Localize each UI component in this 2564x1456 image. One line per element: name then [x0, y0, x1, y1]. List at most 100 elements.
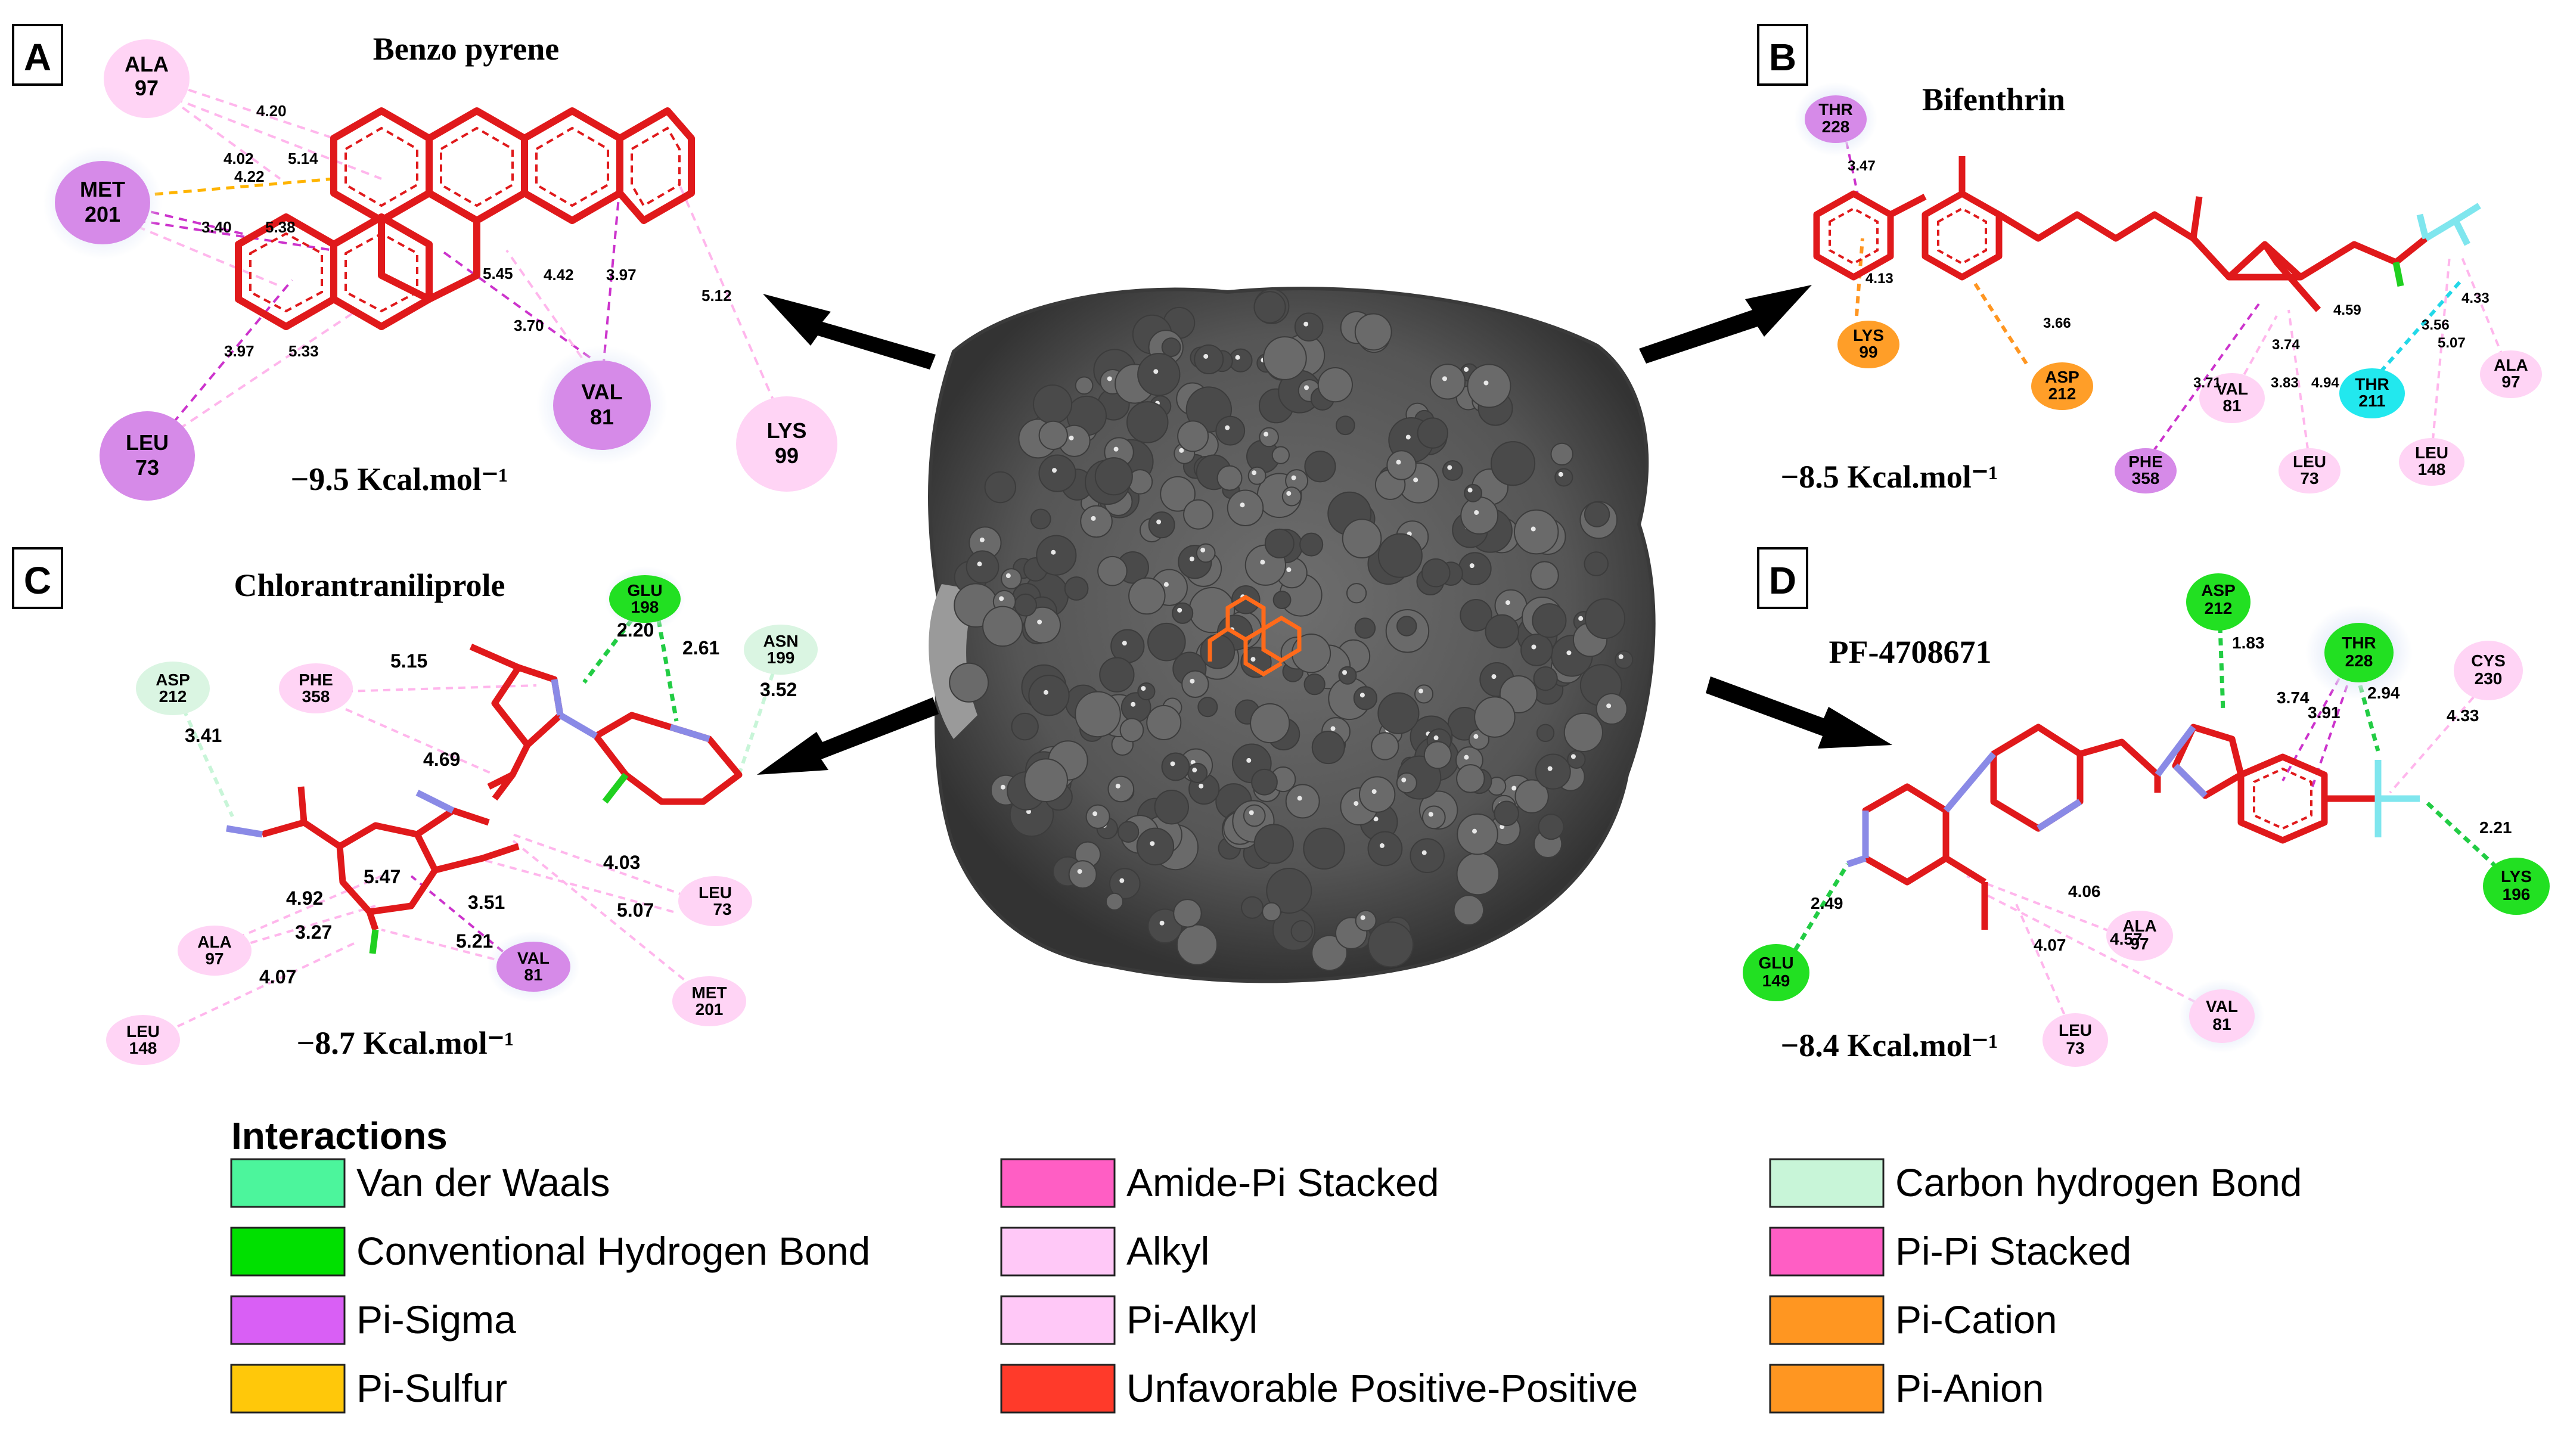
- surface-bump: [1271, 446, 1290, 464]
- distance-label: 3.74: [2277, 688, 2310, 707]
- surface-bump: [1367, 831, 1403, 867]
- surface-bump: [1068, 860, 1097, 889]
- residue-ala97: ALA 97: [2480, 350, 2542, 398]
- surface-bump: [1396, 616, 1417, 637]
- residue-label: ASP: [156, 670, 190, 689]
- surface-highlight: [1360, 915, 1365, 920]
- ligand-structure: [1813, 156, 2428, 312]
- residue-label: MET: [691, 983, 727, 1002]
- surface-bump: [1595, 693, 1628, 725]
- residue-label: 148: [129, 1039, 157, 1057]
- surface-highlight: [1156, 519, 1162, 524]
- surface-highlight: [1153, 369, 1159, 374]
- surface-texture: [949, 288, 1634, 971]
- surface-bump: [1346, 583, 1367, 604]
- surface-bump: [1303, 673, 1326, 696]
- residue-label: MET: [80, 177, 125, 201]
- surface-highlight: [1113, 446, 1119, 452]
- surface-highlight: [1396, 460, 1401, 465]
- surface-bump: [1030, 508, 1051, 530]
- surface-bump: [1460, 599, 1492, 632]
- surface-bump: [1458, 552, 1492, 586]
- surface-bump: [1033, 384, 1073, 424]
- surface-highlight: [1379, 843, 1385, 848]
- panel-b: B Bifenthrin −8.5 Kcal.mol⁻¹: [1757, 24, 2542, 495]
- surface-bump: [1011, 712, 1039, 741]
- residue-label: 99: [775, 443, 799, 468]
- panel-c: C Chlorantraniliprole −8.7 Kcal.mol⁻¹: [12, 547, 818, 1065]
- panel-letter-box: [12, 547, 63, 609]
- surface-highlight: [1570, 754, 1576, 759]
- surface-bump: [1467, 364, 1511, 408]
- residue-label: ASP: [2201, 581, 2236, 600]
- surface-highlight: [1330, 726, 1336, 731]
- surface-bump: [1311, 731, 1345, 765]
- surface-bump: [1259, 427, 1279, 448]
- surface-highlight: [1225, 425, 1230, 430]
- surface-bump: [1396, 772, 1417, 794]
- surface-bump: [1126, 401, 1169, 443]
- surface-bump: [1024, 606, 1061, 644]
- residue-lys99: LYS 99: [736, 396, 837, 492]
- residue-label: VAL: [581, 380, 622, 404]
- surface-highlight: [1291, 475, 1296, 480]
- residue-label: LEU: [2415, 443, 2448, 462]
- surface-bump: [1421, 558, 1451, 588]
- surface-bump: [1036, 535, 1077, 576]
- panel-letter: D: [1769, 559, 1796, 602]
- surface-bump: [1197, 697, 1218, 718]
- surface-bump: [1584, 598, 1626, 639]
- surface-highlight: [1150, 841, 1155, 846]
- surface-bump: [1094, 457, 1133, 496]
- surface-bump: [1177, 420, 1209, 452]
- residue-label: 97: [135, 76, 159, 100]
- surface-bump: [1147, 622, 1186, 662]
- surface-bump: [1173, 899, 1202, 928]
- distance-label: 3.71: [2193, 375, 2221, 391]
- distance-label: 4.20: [256, 102, 287, 120]
- surface-bump: [1584, 551, 1609, 576]
- surface-highlight: [1371, 789, 1377, 794]
- distance-label: 4.42: [544, 266, 574, 284]
- surface-highlight: [1297, 796, 1302, 801]
- residue-label: 230: [2475, 669, 2503, 688]
- distance-label: 4.33: [2461, 290, 2489, 306]
- residue-met201: MET 201: [672, 976, 746, 1026]
- surface-bump: [1216, 465, 1243, 491]
- surface-highlight: [1190, 678, 1195, 684]
- legend-swatch: [230, 1364, 346, 1414]
- surface-bump: [982, 606, 1023, 647]
- surface-bump: [1414, 684, 1434, 704]
- surface-highlight: [1469, 563, 1475, 569]
- surface-bump: [1410, 838, 1445, 874]
- surface-highlight: [1618, 654, 1624, 659]
- surface-bump: [1075, 376, 1094, 395]
- surface-bump: [1285, 784, 1320, 819]
- surface-bump: [1024, 758, 1068, 803]
- distance-label: 3.91: [2308, 703, 2340, 722]
- residue-ala97: ALA 97: [178, 926, 252, 976]
- distance-label: 4.07: [2034, 936, 2066, 954]
- surface-bump: [1457, 813, 1498, 855]
- surface-bump: [1240, 646, 1272, 678]
- surface-bump: [1181, 670, 1209, 698]
- residue-label: 81: [2212, 1015, 2231, 1033]
- distance-label: 4.06: [2068, 882, 2101, 901]
- residue-label: 148: [2418, 460, 2446, 479]
- legend-swatch: [230, 1227, 346, 1277]
- surface-bump: [1183, 499, 1213, 530]
- surface-highlight: [1359, 693, 1365, 698]
- residue-label: 196: [2503, 885, 2531, 904]
- residue-glu149: GLU 149: [1743, 944, 1809, 1001]
- residue-label: GLU: [627, 581, 662, 600]
- surface-bump: [1146, 704, 1182, 740]
- ligand-name: Chlorantraniliprole: [234, 567, 505, 603]
- surface-highlight: [1491, 674, 1497, 679]
- surface-highlight: [979, 537, 985, 542]
- legend-label: Carbon hydrogen Bond: [1895, 1160, 2302, 1204]
- residue-ala97: ALA 97: [104, 39, 190, 118]
- surface-bump: [1137, 353, 1181, 396]
- residue-leu73: LEU 73: [678, 876, 752, 926]
- surface-bump: [984, 471, 1017, 504]
- residue-asn199: ASN 199: [744, 625, 818, 675]
